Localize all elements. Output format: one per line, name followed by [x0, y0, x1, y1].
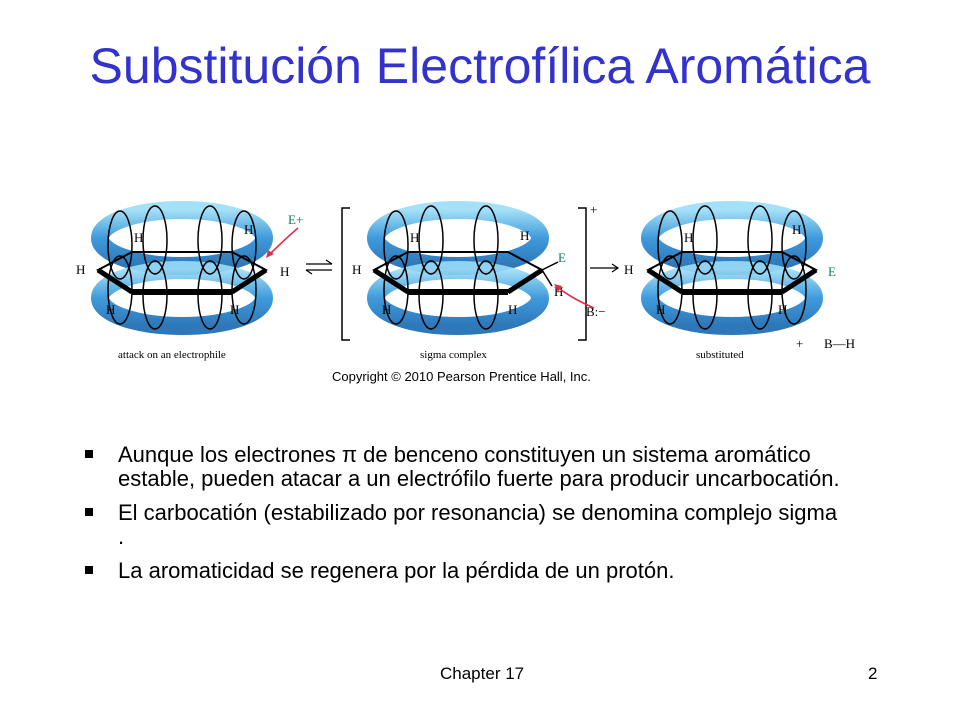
- reaction-arrow: [590, 263, 620, 273]
- caption-attack: attack on an electrophile: [118, 349, 226, 361]
- h-label: H: [508, 302, 517, 317]
- h-label: H: [554, 284, 563, 299]
- sigma-complex-brackets: [341, 207, 587, 341]
- h-label: H: [624, 262, 633, 277]
- e-label: E: [558, 250, 566, 265]
- h-label: H: [244, 222, 253, 237]
- benzene-panel-3: [641, 201, 823, 335]
- bullet-marker: [85, 508, 93, 516]
- h-label: H: [382, 302, 391, 317]
- caption-substituted: substituted: [696, 349, 744, 361]
- h-label: H: [520, 228, 529, 243]
- bullet-marker: [85, 566, 93, 574]
- plus-sign: +: [796, 336, 803, 351]
- reaction-figure: H H H H H H E+ attack on an electrophile…: [76, 201, 855, 361]
- h-label: H: [792, 222, 801, 237]
- caption-sigma-complex: sigma complex: [420, 349, 487, 361]
- h-label: H: [684, 230, 693, 245]
- footer-chapter: Chapter 17: [440, 664, 525, 683]
- bullet-list: Aunque los electrones π de benceno const…: [85, 443, 845, 593]
- bullet-item: Aunque los electrones π de benceno const…: [85, 443, 845, 491]
- electrophile-label: E+: [288, 212, 303, 227]
- charge-plus: +: [590, 202, 597, 217]
- h-label: H: [280, 264, 289, 279]
- h-label: H: [134, 230, 143, 245]
- h-label: H: [352, 262, 361, 277]
- bullet-item: La aromaticidad se regenera por la pérdi…: [85, 559, 845, 583]
- h-label: H: [410, 230, 419, 245]
- copyright-text: Copyright © 2010 Pearson Prentice Hall, …: [332, 369, 591, 384]
- equilibrium-arrow: [305, 259, 333, 275]
- slide-title: Substitución Electrofílica Aromática: [89, 38, 871, 94]
- base-label: B:−: [586, 304, 606, 319]
- page-number: 2: [868, 664, 878, 683]
- h-label: H: [656, 302, 665, 317]
- bullet-item: El carbocatión (estabilizado por resonan…: [85, 501, 845, 549]
- h-label: H: [76, 262, 85, 277]
- h-label: H: [778, 302, 787, 317]
- benzene-panel-1: [91, 201, 273, 335]
- bullet-marker: [85, 450, 93, 458]
- h-label: H: [230, 302, 239, 317]
- e-label: E: [828, 264, 836, 279]
- benzene-panel-2: [367, 201, 559, 335]
- h-label: H: [106, 302, 115, 317]
- byproduct-label: B—H: [824, 336, 855, 351]
